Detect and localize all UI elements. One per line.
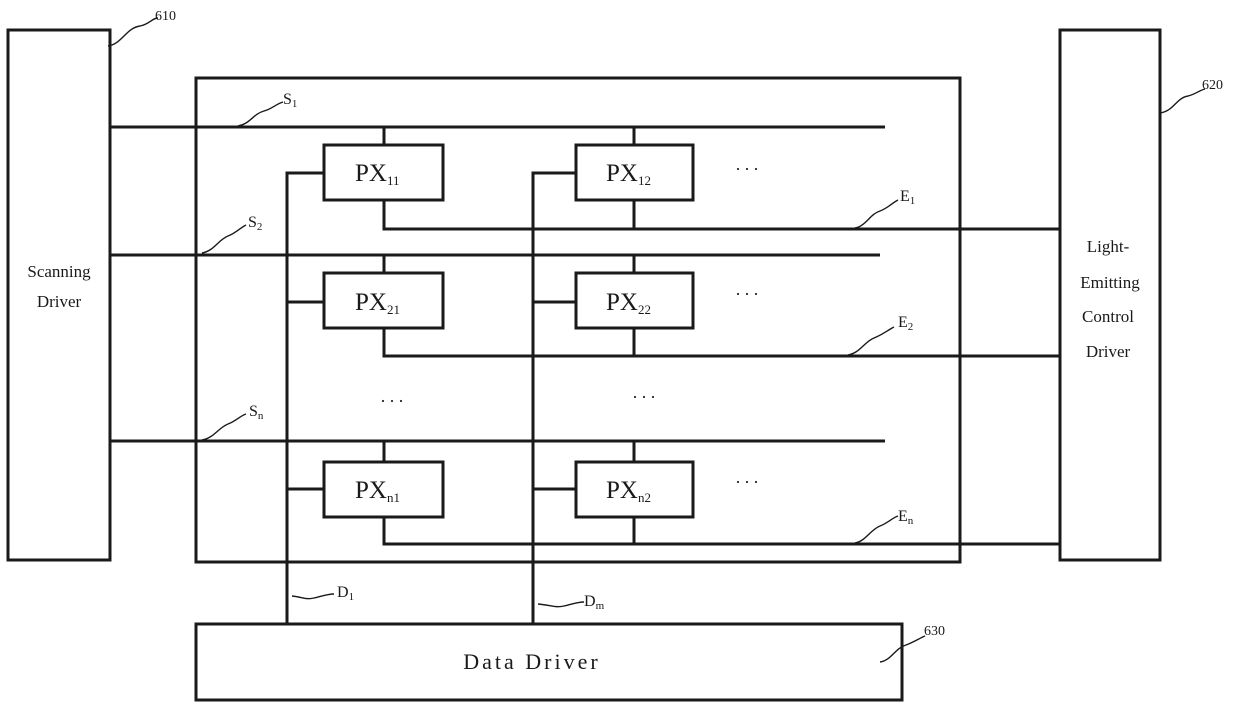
- leader-dm: [538, 602, 584, 607]
- label-dm: Dm: [584, 593, 605, 612]
- leader-610: [108, 18, 158, 46]
- ref-610: 610: [155, 9, 176, 24]
- ellipsis-row-1: ···: [735, 159, 762, 179]
- scanning-driver-label-line-1: Scanning: [27, 262, 91, 281]
- leader-620: [1160, 89, 1205, 113]
- emission-driver-label-line-4: Driver: [1086, 342, 1131, 361]
- emission-driver-block: [1060, 30, 1160, 560]
- emission-driver-label-line-1: Light-: [1087, 237, 1130, 256]
- label-d1: D1: [337, 584, 354, 603]
- emission-driver-label-line-3: Control: [1082, 307, 1134, 326]
- ellipsis-col-2: ···: [632, 387, 659, 407]
- emission-driver-label-line-2: Emitting: [1080, 273, 1140, 292]
- data-driver-label: Data Driver: [463, 649, 600, 674]
- ref-620: 620: [1202, 78, 1223, 93]
- ref-630: 630: [924, 624, 945, 639]
- leader-d1: [292, 594, 334, 599]
- ellipsis-row-n: ···: [735, 472, 762, 492]
- ellipsis-col-1: ···: [380, 391, 407, 411]
- scanning-driver-label-line-2: Driver: [37, 292, 82, 311]
- ellipsis-row-2: ···: [735, 284, 762, 304]
